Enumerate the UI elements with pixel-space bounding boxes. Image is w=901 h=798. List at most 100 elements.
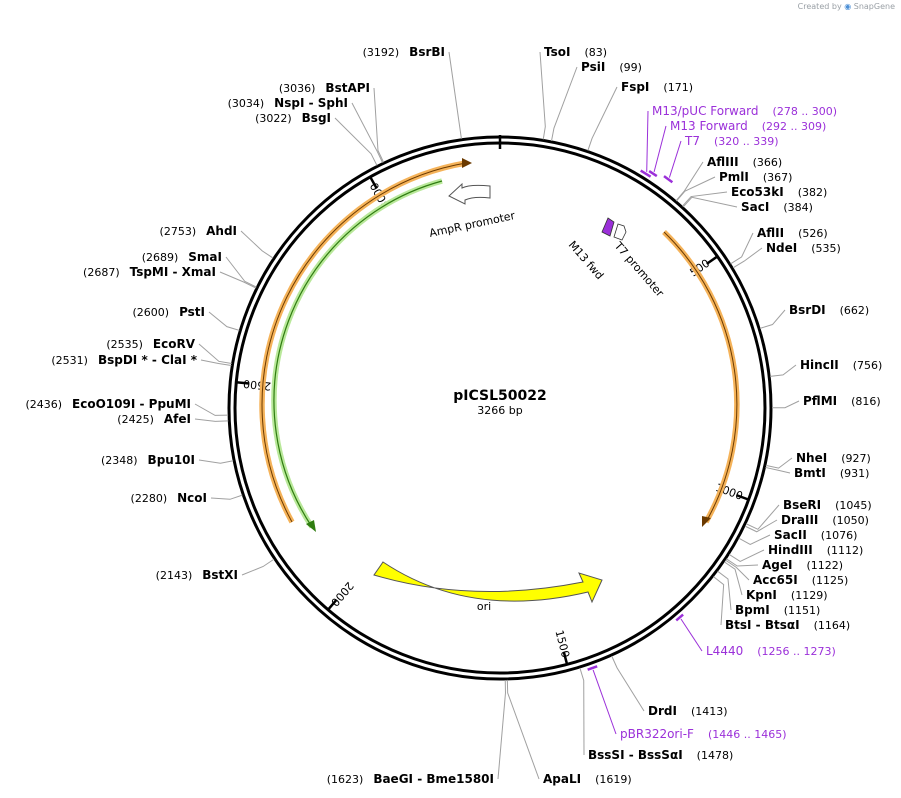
feature-layer [259, 158, 740, 604]
enzyme-site-label[interactable]: BseRI(1045) [783, 498, 872, 512]
enzyme-site-label[interactable]: AflII(526) [757, 226, 828, 240]
enzyme-site-line [198, 343, 232, 364]
enzyme-site-label[interactable]: (2143)BstXI [156, 568, 238, 582]
enzyme-site-label[interactable]: Acc65I(1125) [753, 573, 848, 587]
enzyme-site-label[interactable]: NheI (927) [796, 451, 871, 465]
enzyme-site-label[interactable]: KpnI(1129) [746, 588, 827, 602]
tick-label: 2500 [243, 377, 272, 393]
primer-leader-line [680, 618, 703, 652]
t7-promoter-label: T7 promoter [611, 239, 667, 300]
enzyme-site-label[interactable]: PmlI(367) [719, 170, 792, 184]
primer-label[interactable]: M13/pUC Forward(278 .. 300) [652, 104, 837, 118]
m13-fwd-label: M13 fwd [566, 238, 606, 282]
primer-range: (292 .. 309) [762, 120, 827, 133]
enzyme-site-label[interactable]: HindIII(1112) [768, 543, 863, 557]
enzyme-site-label[interactable]: BsrDI(662) [789, 303, 869, 317]
enzyme-position: (83) [584, 46, 607, 59]
enzyme-name: DrdI [648, 704, 677, 718]
primer-leader-line [668, 140, 682, 178]
enzyme-site-label[interactable]: (2425)AfeI [117, 412, 191, 426]
enzyme-position: (927) [841, 452, 871, 465]
enzyme-site-line [497, 679, 506, 780]
primer-label[interactable]: pBR322ori-F(1446 .. 1465) [620, 727, 787, 741]
enzyme-site-label[interactable]: DrdI(1413) [648, 704, 728, 718]
primer-name: pBR322ori-F [620, 727, 694, 741]
enzyme-site-label[interactable]: (2753)AhdI [160, 224, 237, 238]
enzyme-site-label[interactable]: (2348)Bpu10I [101, 453, 195, 467]
tick-mark [327, 598, 338, 611]
tick-mark [236, 381, 250, 385]
enzyme-site-label[interactable]: PflMI(816) [803, 394, 881, 408]
primer-label[interactable]: T7(320 .. 339) [684, 134, 779, 148]
enzyme-site-line [539, 51, 546, 140]
enzyme-site-line [611, 655, 645, 712]
enzyme-site-label[interactable]: (3022)BsgI [255, 111, 331, 125]
enzyme-site-label[interactable]: SacI(384) [741, 200, 813, 214]
ori-arrow [373, 561, 603, 604]
ori-label: ori [477, 600, 491, 613]
plasmid-name: pICSL50022 [453, 388, 546, 404]
enzyme-site-label[interactable]: HincII(756) [800, 358, 882, 372]
enzyme-site-label[interactable]: (2687)TspMI - XmaI [83, 265, 216, 279]
enzyme-position: (2753) [160, 225, 197, 238]
enzyme-site-label[interactable]: (3034) NspI - SphI [228, 96, 348, 110]
enzyme-site-line [745, 504, 780, 530]
enzyme-position: (2280) [131, 492, 168, 505]
enzyme-site-line [675, 161, 704, 202]
primer-label[interactable]: L4440(1256 .. 1273) [706, 644, 836, 658]
enzyme-site-label[interactable]: PsiI(99) [581, 60, 642, 74]
enzyme-site-label[interactable]: (2436)EcoO109I - PpuMI [25, 397, 191, 411]
enzyme-position: (3034) [228, 97, 265, 110]
enzyme-site-label[interactable]: (3192)BsrBI [363, 45, 445, 59]
enzyme-site-line [210, 494, 243, 500]
enzyme-site-line [765, 466, 791, 474]
enzyme-site-label[interactable]: (2689) SmaI [142, 250, 222, 264]
enzyme-site-label[interactable]: (2600)PstI [132, 305, 205, 319]
snapgene-logo-icon: ◉ [844, 2, 852, 11]
enzyme-site-label[interactable]: (3036)BstAPI [279, 81, 370, 95]
enzyme-name: NheI [796, 451, 827, 465]
enzyme-site-label[interactable]: NdeI(535) [766, 241, 841, 255]
primer-label[interactable]: M13 Forward(292 .. 309) [670, 119, 826, 133]
enzyme-position: (384) [783, 201, 813, 214]
enzyme-site-label[interactable]: BpmI(1151) [735, 603, 820, 617]
enzyme-position: (1619) [595, 773, 632, 786]
enzyme-name: AflIII [707, 155, 739, 169]
enzyme-name: FspI [621, 80, 649, 94]
enzyme-position: (1112) [827, 544, 864, 557]
enzyme-position: (2689) [142, 251, 179, 264]
enzyme-name: NspI - SphI [274, 96, 348, 110]
enzyme-name: BsrDI [789, 303, 826, 317]
enzyme-site-label[interactable]: BmtI(931) [794, 466, 869, 480]
enzyme-site-label[interactable]: BtsI - BtsαI(1164) [725, 618, 850, 632]
enzyme-site-label[interactable]: (2535)EcoRV [106, 337, 195, 351]
enzyme-site-line [506, 679, 540, 780]
enzyme-position: (382) [798, 186, 828, 199]
enzyme-site-label[interactable]: BssSI - BssSαI(1478) [588, 748, 733, 762]
enzyme-position: (1129) [791, 589, 828, 602]
enzyme-site-label[interactable]: SacII(1076) [774, 528, 857, 542]
enzyme-name: TspMI - XmaI [130, 265, 216, 279]
enzyme-site-label[interactable]: (2280) NcoI [131, 491, 207, 505]
enzyme-site-label[interactable]: ApaLI(1619) [543, 772, 632, 786]
enzyme-site-label[interactable]: (1623)BaeGI - Bme1580I [327, 772, 494, 786]
enzyme-site-line [198, 459, 234, 464]
enzyme-site-line [587, 86, 618, 151]
enzyme-name: NcoI [177, 491, 207, 505]
enzyme-position: (366) [753, 156, 783, 169]
tick-mark [705, 255, 719, 265]
orange-feature-arc-left-core [261, 162, 467, 523]
enzyme-site-label[interactable]: TsoI(83) [544, 45, 607, 59]
enzyme-site-line [351, 102, 384, 163]
primer-leader-line [646, 110, 649, 172]
enzyme-site-label[interactable]: DraIII(1050) [781, 513, 869, 527]
enzyme-position: (1478) [697, 749, 734, 762]
enzyme-site-label[interactable]: AflIII (366) [707, 155, 782, 169]
enzyme-site-label[interactable]: AgeI(1122) [762, 558, 843, 572]
enzyme-site-label[interactable]: FspI(171) [621, 80, 693, 94]
enzyme-name: SmaI [188, 250, 222, 264]
enzyme-site-line [717, 570, 732, 611]
enzyme-site-label[interactable]: (2531)BspDI * - ClaI * [51, 353, 197, 367]
enzyme-site-label[interactable]: Eco53kI(382) [731, 185, 827, 199]
